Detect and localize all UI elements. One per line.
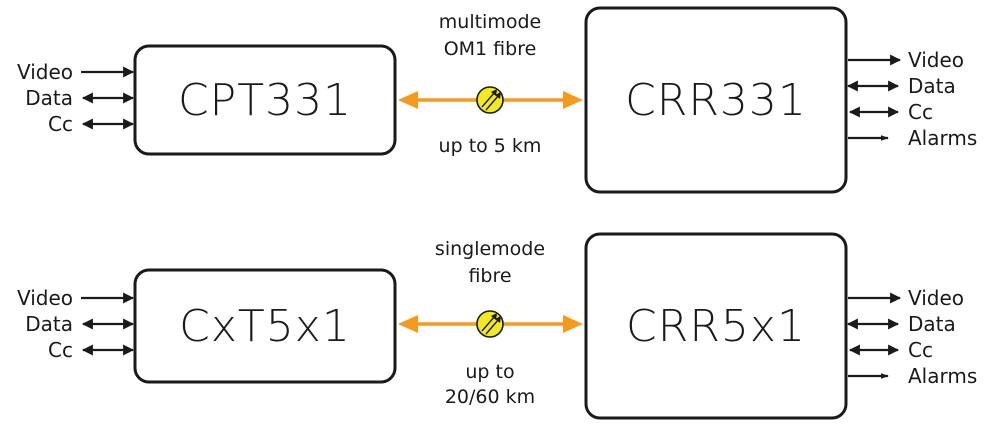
receiver-2-label: CRR5x1 [626, 301, 806, 352]
fibre-2-arrow-right [563, 315, 583, 333]
rx1-signal-video: Video [908, 48, 964, 72]
fibre-1-type-line-2: OM1 fibre [444, 38, 537, 60]
rx1-signal-alarms: Alarms [908, 126, 977, 150]
receiver-2: CRR5x1 [584, 232, 848, 420]
rx2-signal-alarms: Alarms [908, 364, 977, 388]
fibre-2-type-line-2: fibre [468, 265, 511, 287]
fibre-link-2: singlemode fibre up to 20/60 km [398, 238, 583, 408]
tx2-signal-data: Data [25, 312, 73, 336]
tx1-signal-cc: Cc [48, 112, 73, 136]
transmitter-2: CxT5x1 [133, 268, 397, 384]
rx2-signal-cc: Cc [908, 338, 933, 362]
rx1-signal-data: Data [908, 74, 956, 98]
fibre-2-distance-line-1: up to [465, 361, 514, 383]
receiver-2-signals: Video Data Cc Alarms [846, 286, 977, 388]
receiver-1: CRR331 [584, 6, 848, 194]
link-2: CxT5x1 CRR5x1 Video Data Cc s [17, 232, 977, 420]
transmitter-2-signals: Video Data Cc [17, 286, 135, 362]
transmitter-1-box [133, 44, 397, 156]
fibre-2-type-line-1: singlemode [435, 238, 545, 260]
fibre-2-arrow-left [398, 315, 418, 333]
transmitter-2-box [133, 268, 397, 384]
fibre-2-distance-line-2: 20/60 km [445, 386, 535, 408]
transmitter-1-label: CPT331 [178, 75, 352, 126]
fibre-1-arrow-right [563, 91, 583, 109]
fibre-link-1: multimode OM1 fibre up to 5 km [398, 11, 583, 157]
tx2-signal-video: Video [17, 286, 73, 310]
fibre-1-distance: up to 5 km [439, 135, 542, 157]
transmitter-1-signals: Video Data Cc [17, 60, 135, 136]
tx2-signal-cc: Cc [48, 338, 73, 362]
fibre-optic-icon [476, 86, 504, 114]
fibre-optic-icon [476, 310, 504, 338]
rx1-signal-cc: Cc [908, 100, 933, 124]
tx1-signal-video: Video [17, 60, 73, 84]
rx2-signal-video: Video [908, 286, 964, 310]
receiver-1-label: CRR331 [625, 75, 807, 126]
transmitter-1: CPT331 [133, 44, 397, 156]
receiver-1-box [584, 6, 848, 194]
receiver-1-signals: Video Data Cc Alarms [846, 48, 977, 150]
tx1-signal-data: Data [25, 86, 73, 110]
receiver-2-box [584, 232, 848, 420]
fibre-1-arrow-left [398, 91, 418, 109]
rx2-signal-data: Data [908, 312, 956, 336]
link-1: CPT331 CRR331 Video Data Cc [17, 6, 977, 194]
fibre-1-type-line-1: multimode [439, 11, 541, 33]
transmitter-2-label: CxT5x1 [179, 301, 351, 352]
